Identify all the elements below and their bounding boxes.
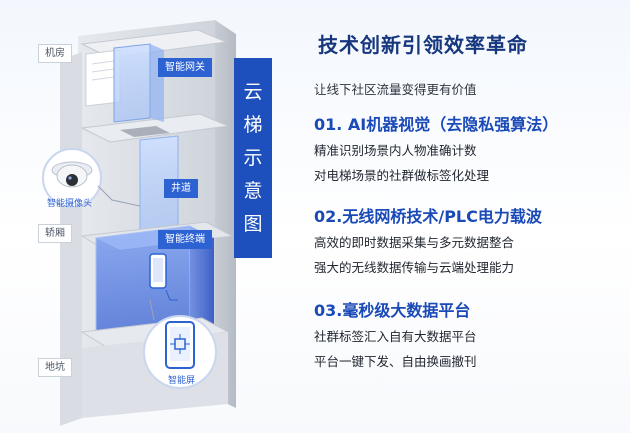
shaft-side-wall [215,20,236,408]
section-heading: 03.毫秒级大数据平台 [314,301,471,320]
page-title: 技术创新引领效率革命 [318,33,528,57]
tag-shaft: 井道 [164,179,198,198]
gateway-box [113,43,151,123]
slab-opening [120,126,170,137]
label-smart-camera: 智能摄像头 [47,199,93,209]
section-ai-vision: 01. AI机器视觉（去隐私强算法） 精准识别场景内人物准确计数 对电梯场景的社… [314,115,624,193]
tag-car: 轿厢 [38,224,72,243]
section-line: 强大的无线数据传输与云端处理能力 [314,260,515,275]
banner-char: 图 [243,212,263,235]
cloud-elevator-banner: 云 梯 示 意 图 [234,58,272,258]
banner-char: 梯 [243,113,263,136]
tag-smart-gateway: 智能网关 [158,58,212,77]
tag-pit: 地坑 [38,358,72,377]
section-line: 社群标签汇入自有大数据平台 [314,329,477,344]
page-subtitle: 让线下社区流量变得更有价值 [314,82,477,97]
section-heading: 01. AI机器视觉（去隐私强算法） [314,115,559,134]
banner-char: 示 [243,146,263,169]
section-line: 对电梯场景的社群做标签化处理 [314,168,490,183]
tech-content: 技术创新引领效率革命 让线下社区流量变得更有价值 01. AI机器视觉（去隐私强… [300,0,630,433]
section-wireless-bridge: 02.无线网桥技术/PLC电力载波 高效的即时数据采集与多元数据整合 强大的无线… [314,207,624,285]
section-line: 精准识别场景内人物准确计数 [314,143,477,158]
label-smart-screen: 智能屏 [168,376,196,386]
elevator-diagram: 机房 轿厢 地坑 智能网关 井道 智能终端 智能摄像头 智能屏 云 梯 示 意 … [0,0,300,433]
elevator-cab-side [190,226,214,332]
section-line: 高效的即时数据采集与多元数据整合 [314,235,515,250]
banner-char: 云 [243,80,263,103]
section-line: 平台一键下发、自由换画撤刊 [314,354,477,369]
tag-machine-room: 机房 [38,44,72,63]
section-big-data: 03.毫秒级大数据平台 社群标签汇入自有大数据平台 平台一键下发、自由换画撤刊 [314,301,624,379]
tag-smart-terminal: 智能终端 [158,230,212,249]
banner-char: 意 [243,179,263,202]
section-heading: 02.无线网桥技术/PLC电力载波 [314,207,542,226]
